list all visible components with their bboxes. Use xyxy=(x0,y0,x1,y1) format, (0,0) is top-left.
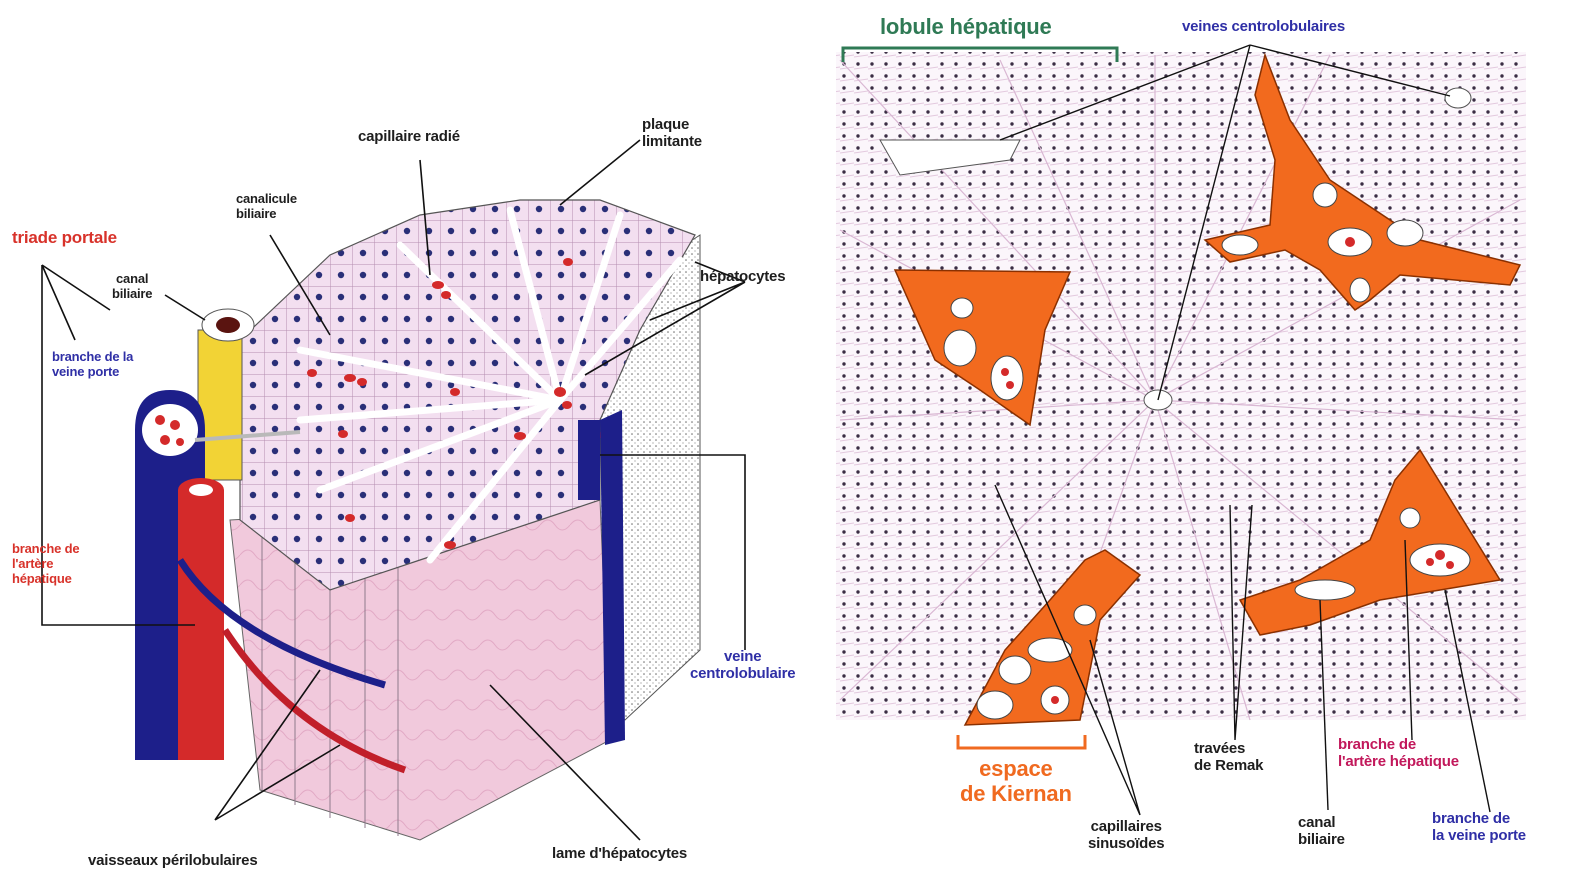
right-lobule-section xyxy=(836,52,1526,725)
label-triade-portale: triade portale xyxy=(12,228,117,248)
label-lame-hepatocytes: lame d'hépatocytes xyxy=(552,845,687,862)
label-canalicule-biliaire: canalicule biliaire xyxy=(236,192,297,222)
label-capillaires-sinusoides: capillaires sinusoïdes xyxy=(1088,818,1164,853)
label-travees-de-remak: travées de Remak xyxy=(1194,740,1263,775)
label-branche-artere-right: branche de l'artère hépatique xyxy=(1338,736,1459,771)
label-veine-centrolobulaire: veine centrolobulaire xyxy=(690,648,795,683)
label-canal-biliaire-right: canal biliaire xyxy=(1298,814,1345,849)
label-branche-artere-left: branche de l'artère hépatique xyxy=(12,542,79,587)
label-capillaire-radie: capillaire radié xyxy=(358,128,460,145)
label-canal-biliaire-left: canal biliaire xyxy=(112,272,152,302)
label-branche-veine-porte-left: branche de la veine porte xyxy=(52,350,133,380)
label-hepatocytes: hépatocytes xyxy=(700,268,785,285)
left-lobule-block xyxy=(135,200,700,840)
label-espace-de-kiernan: espace de Kiernan xyxy=(960,756,1072,807)
label-veines-centrolobulaires: veines centrolobulaires xyxy=(1182,18,1345,35)
central-vein-column xyxy=(578,420,600,500)
label-lobule-hepatique: lobule hépatique xyxy=(880,14,1052,39)
kiernan-bracket xyxy=(958,735,1085,748)
central-vein-3 xyxy=(1445,88,1471,108)
label-plaque-limitante: plaque limitante xyxy=(642,116,702,151)
label-vaisseaux-perilobulaires: vaisseaux périlobulaires xyxy=(88,852,257,869)
label-branche-veine-porte-right: branche de la veine porte xyxy=(1432,810,1526,845)
